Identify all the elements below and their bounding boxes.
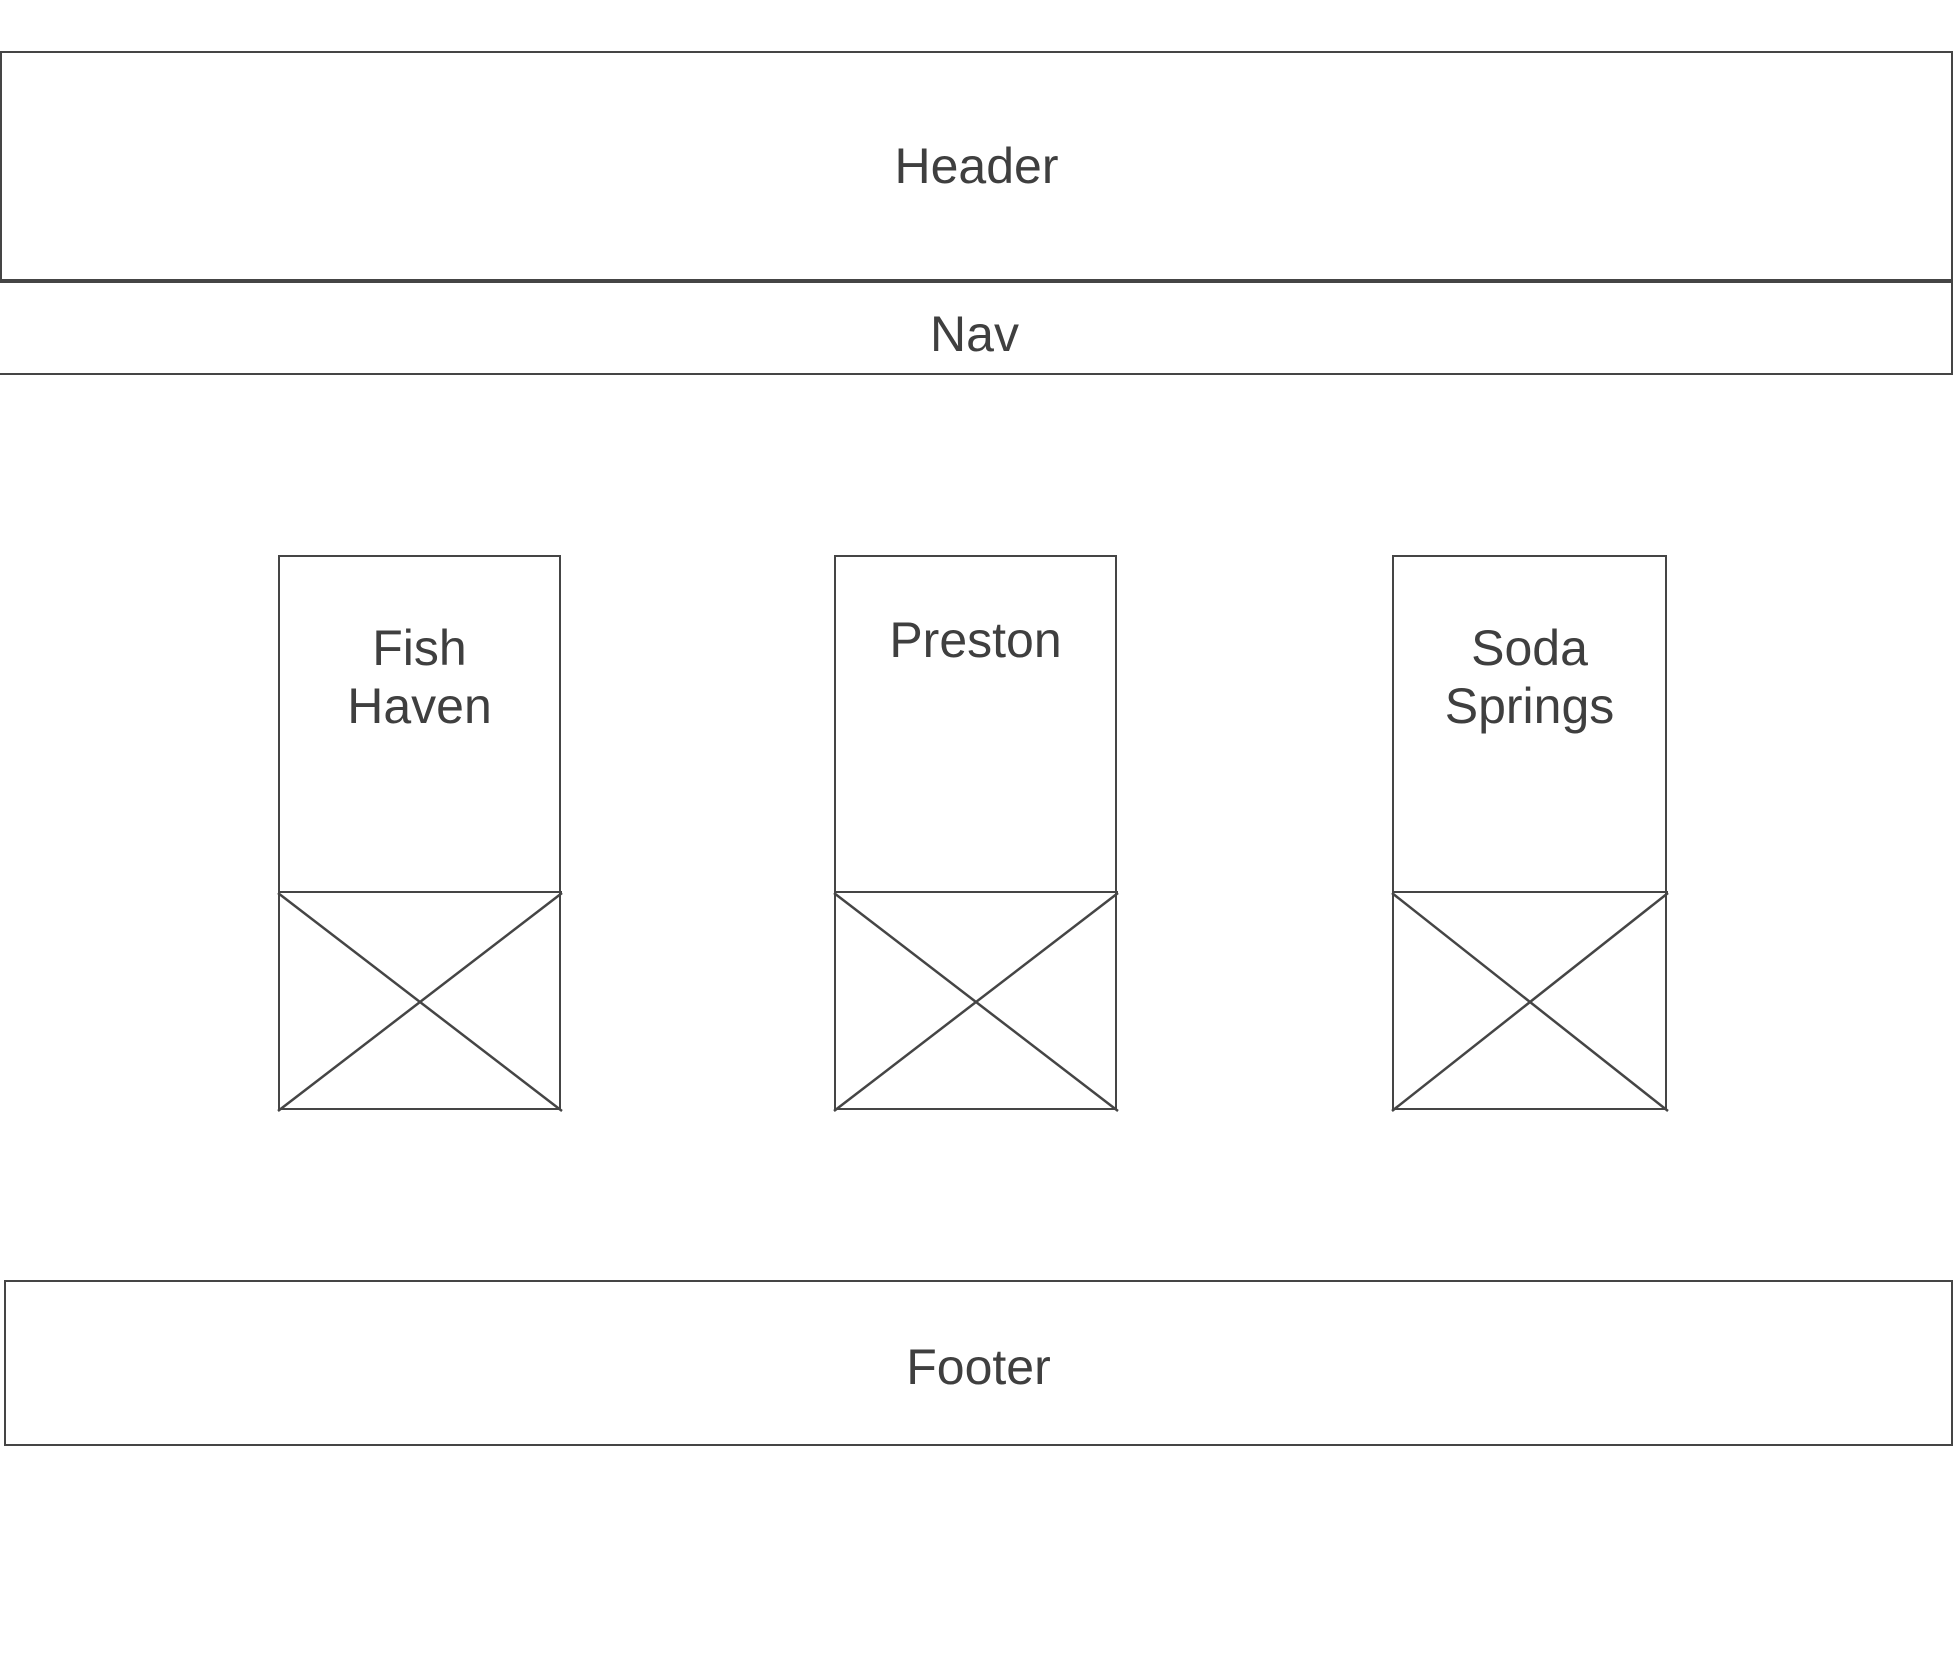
card-title: Preston: [889, 612, 1062, 668]
card-preston: Preston: [834, 555, 1117, 1110]
image-placeholder-icon: [834, 890, 1118, 1111]
header-block: Header: [0, 51, 1953, 281]
image-placeholder-icon: [1392, 890, 1668, 1111]
nav-block: Nav: [0, 281, 1953, 375]
header-label: Header: [894, 138, 1059, 194]
footer-label: Footer: [906, 1339, 1051, 1395]
card-soda-springs: Soda Springs: [1392, 555, 1667, 1110]
card-fish-haven: Fish Haven: [278, 555, 561, 1110]
image-placeholder-icon: [278, 890, 562, 1111]
nav-label: Nav: [930, 306, 1019, 362]
card-title: Fish Haven: [347, 620, 492, 734]
card-title: Soda Springs: [1444, 620, 1615, 734]
footer-block: Footer: [4, 1280, 1953, 1446]
